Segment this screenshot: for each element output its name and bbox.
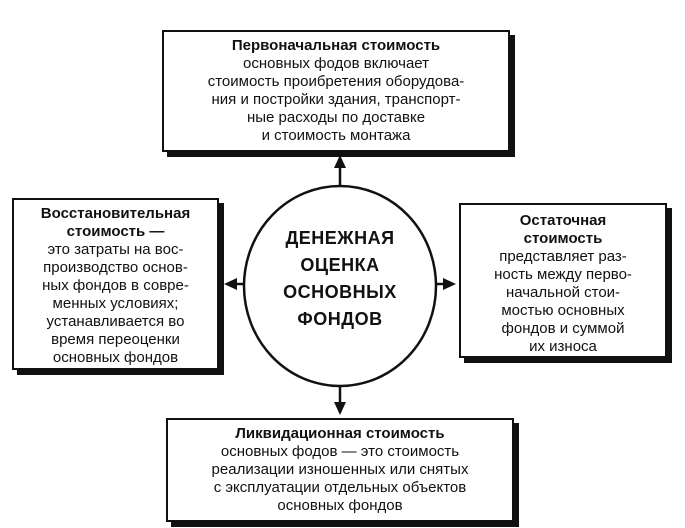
replacement-cost-line: устанавливается во: [46, 313, 185, 330]
replacement-cost-box: Восстановительная стоимость — это затрат…: [12, 198, 219, 370]
residual-cost-line: ность между перво-: [494, 266, 632, 283]
center-label: ДЕНЕЖНАЯ ОЦЕНКА ОСНОВНЫХ ФОНДОВ: [247, 225, 433, 333]
initial-cost-line: ния и постройки здания, транспорт-: [211, 91, 461, 108]
liquidation-cost-line: с эксплуатации отдельных объектов: [213, 479, 467, 496]
initial-cost-line: и стоимость монтажа: [261, 127, 411, 144]
residual-cost-line: мостью основных: [501, 302, 625, 319]
arrow-right: [436, 278, 456, 290]
residual-cost-title: стоимость: [523, 230, 603, 247]
arrow-left: [224, 278, 244, 290]
residual-cost-box: Остаточная стоимость представляет раз- н…: [459, 203, 667, 358]
initial-cost-box: Первоначальная стоимость основных фодов …: [162, 30, 510, 152]
initial-cost-line: основных фодов включает: [243, 55, 429, 72]
replacement-cost-line: это затраты на вос-: [47, 241, 184, 258]
arrow-down: [334, 386, 346, 415]
replacement-cost-line: менных условиях;: [52, 295, 179, 312]
center-label-line: ДЕНЕЖНАЯ: [285, 228, 395, 248]
liquidation-cost-title: Ликвидационная стоимость: [235, 425, 445, 442]
initial-cost-title: Первоначальная стоимость: [231, 37, 441, 54]
initial-cost-line: стоимость проибретения оборудова-: [207, 73, 465, 90]
liquidation-cost-line: основных фодов — это стоимость: [220, 443, 460, 460]
center-label-line: ОСНОВНЫХ: [283, 282, 397, 302]
residual-cost-line: начальной стои-: [505, 284, 621, 301]
liquidation-cost-line: основных фондов: [277, 497, 403, 514]
replacement-cost-line: производство основ-: [43, 259, 188, 276]
replacement-cost-title: Восстановительная: [40, 205, 191, 222]
liquidation-cost-box: Ликвидационная стоимость основных фодов …: [166, 418, 514, 522]
replacement-cost-title: стоимость —: [66, 223, 165, 240]
residual-cost-line: фондов и суммой: [501, 320, 625, 337]
replacement-cost-line: время переоценки: [51, 331, 180, 348]
residual-cost-line: их износа: [529, 338, 597, 355]
replacement-cost-line: ных фондов в совре-: [42, 277, 189, 294]
residual-cost-title: Остаточная: [519, 212, 607, 229]
center-label-line: ФОНДОВ: [297, 309, 383, 329]
replacement-cost-line: основных фондов: [52, 349, 179, 366]
arrow-up: [334, 155, 346, 186]
liquidation-cost-line: реализации изношенных или снятых: [211, 461, 469, 478]
residual-cost-line: представляет раз-: [499, 248, 627, 265]
center-label-line: ОЦЕНКА: [300, 255, 380, 275]
initial-cost-line: ные расходы по доставке: [246, 109, 426, 126]
